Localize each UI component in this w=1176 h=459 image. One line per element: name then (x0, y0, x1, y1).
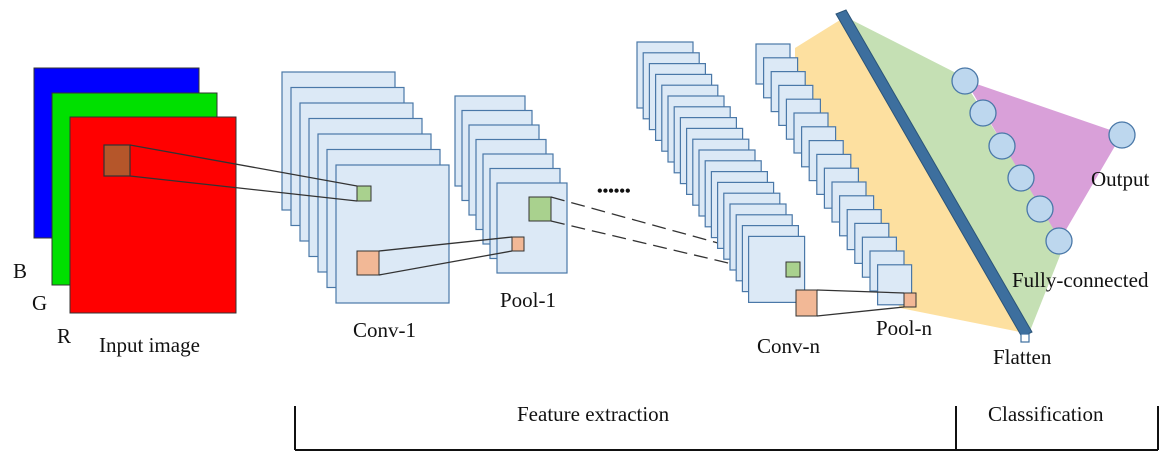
output-neuron (1108, 121, 1136, 149)
conv1-feature-maps (281, 71, 450, 304)
fc-neuron-1 (951, 67, 979, 95)
conv1-label: Conv-1 (353, 318, 416, 342)
pooln-kernel-peach (903, 292, 917, 308)
fc-neuron-2 (969, 99, 997, 127)
fully-connected-label: Fully-connected (1012, 268, 1149, 292)
convn-map-19 (747, 235, 806, 303)
channel-r-label: R (57, 324, 71, 348)
flatten-fan-yellow (795, 20, 1030, 334)
convn-label: Conv-n (757, 334, 821, 358)
channel-g-label: G (32, 291, 47, 315)
ellipsis-dots: •••••• (597, 183, 631, 200)
flatten-bar (835, 9, 1033, 338)
feature-extraction-label: Feature extraction (517, 402, 670, 426)
conv1-kernel-green (356, 185, 372, 202)
classification-label: Classification (988, 402, 1104, 426)
conv1-kernel-peach (356, 250, 380, 276)
pool1-feature-maps (454, 95, 568, 274)
convn-feature-maps (636, 41, 806, 303)
output-fan-pink (965, 80, 1122, 240)
output-label: Output (1091, 167, 1150, 191)
pooln-feature-maps (755, 43, 913, 306)
fc-neuron-5 (1026, 195, 1054, 223)
fc-neuron-4 (1007, 164, 1035, 192)
input-image-label: Input image (99, 333, 200, 357)
fc-fan-green (840, 14, 1065, 336)
input-image (33, 67, 237, 314)
flatten-label: Flatten (993, 345, 1052, 369)
pool1-kernel-green (528, 196, 552, 222)
flatten-bar-end (1020, 333, 1030, 343)
channel-r-plane (69, 116, 237, 314)
fc-neurons (951, 67, 1136, 255)
convn-kernel-green (785, 261, 801, 278)
pooln-label: Pool-n (876, 316, 933, 340)
pooln-connection-lines (816, 289, 905, 317)
input-kernel-window (103, 144, 131, 177)
connection-lines (129, 144, 513, 276)
pool1-kernel-peach (511, 236, 525, 252)
section-brackets (294, 406, 1159, 451)
fc-neuron-6 (1045, 227, 1073, 255)
fc-neuron-3 (988, 132, 1016, 160)
conv1-map-7 (335, 164, 450, 304)
channel-b-label: B (13, 259, 27, 283)
pool1-label: Pool-1 (500, 288, 556, 312)
convn-kernel-peach (795, 289, 818, 317)
